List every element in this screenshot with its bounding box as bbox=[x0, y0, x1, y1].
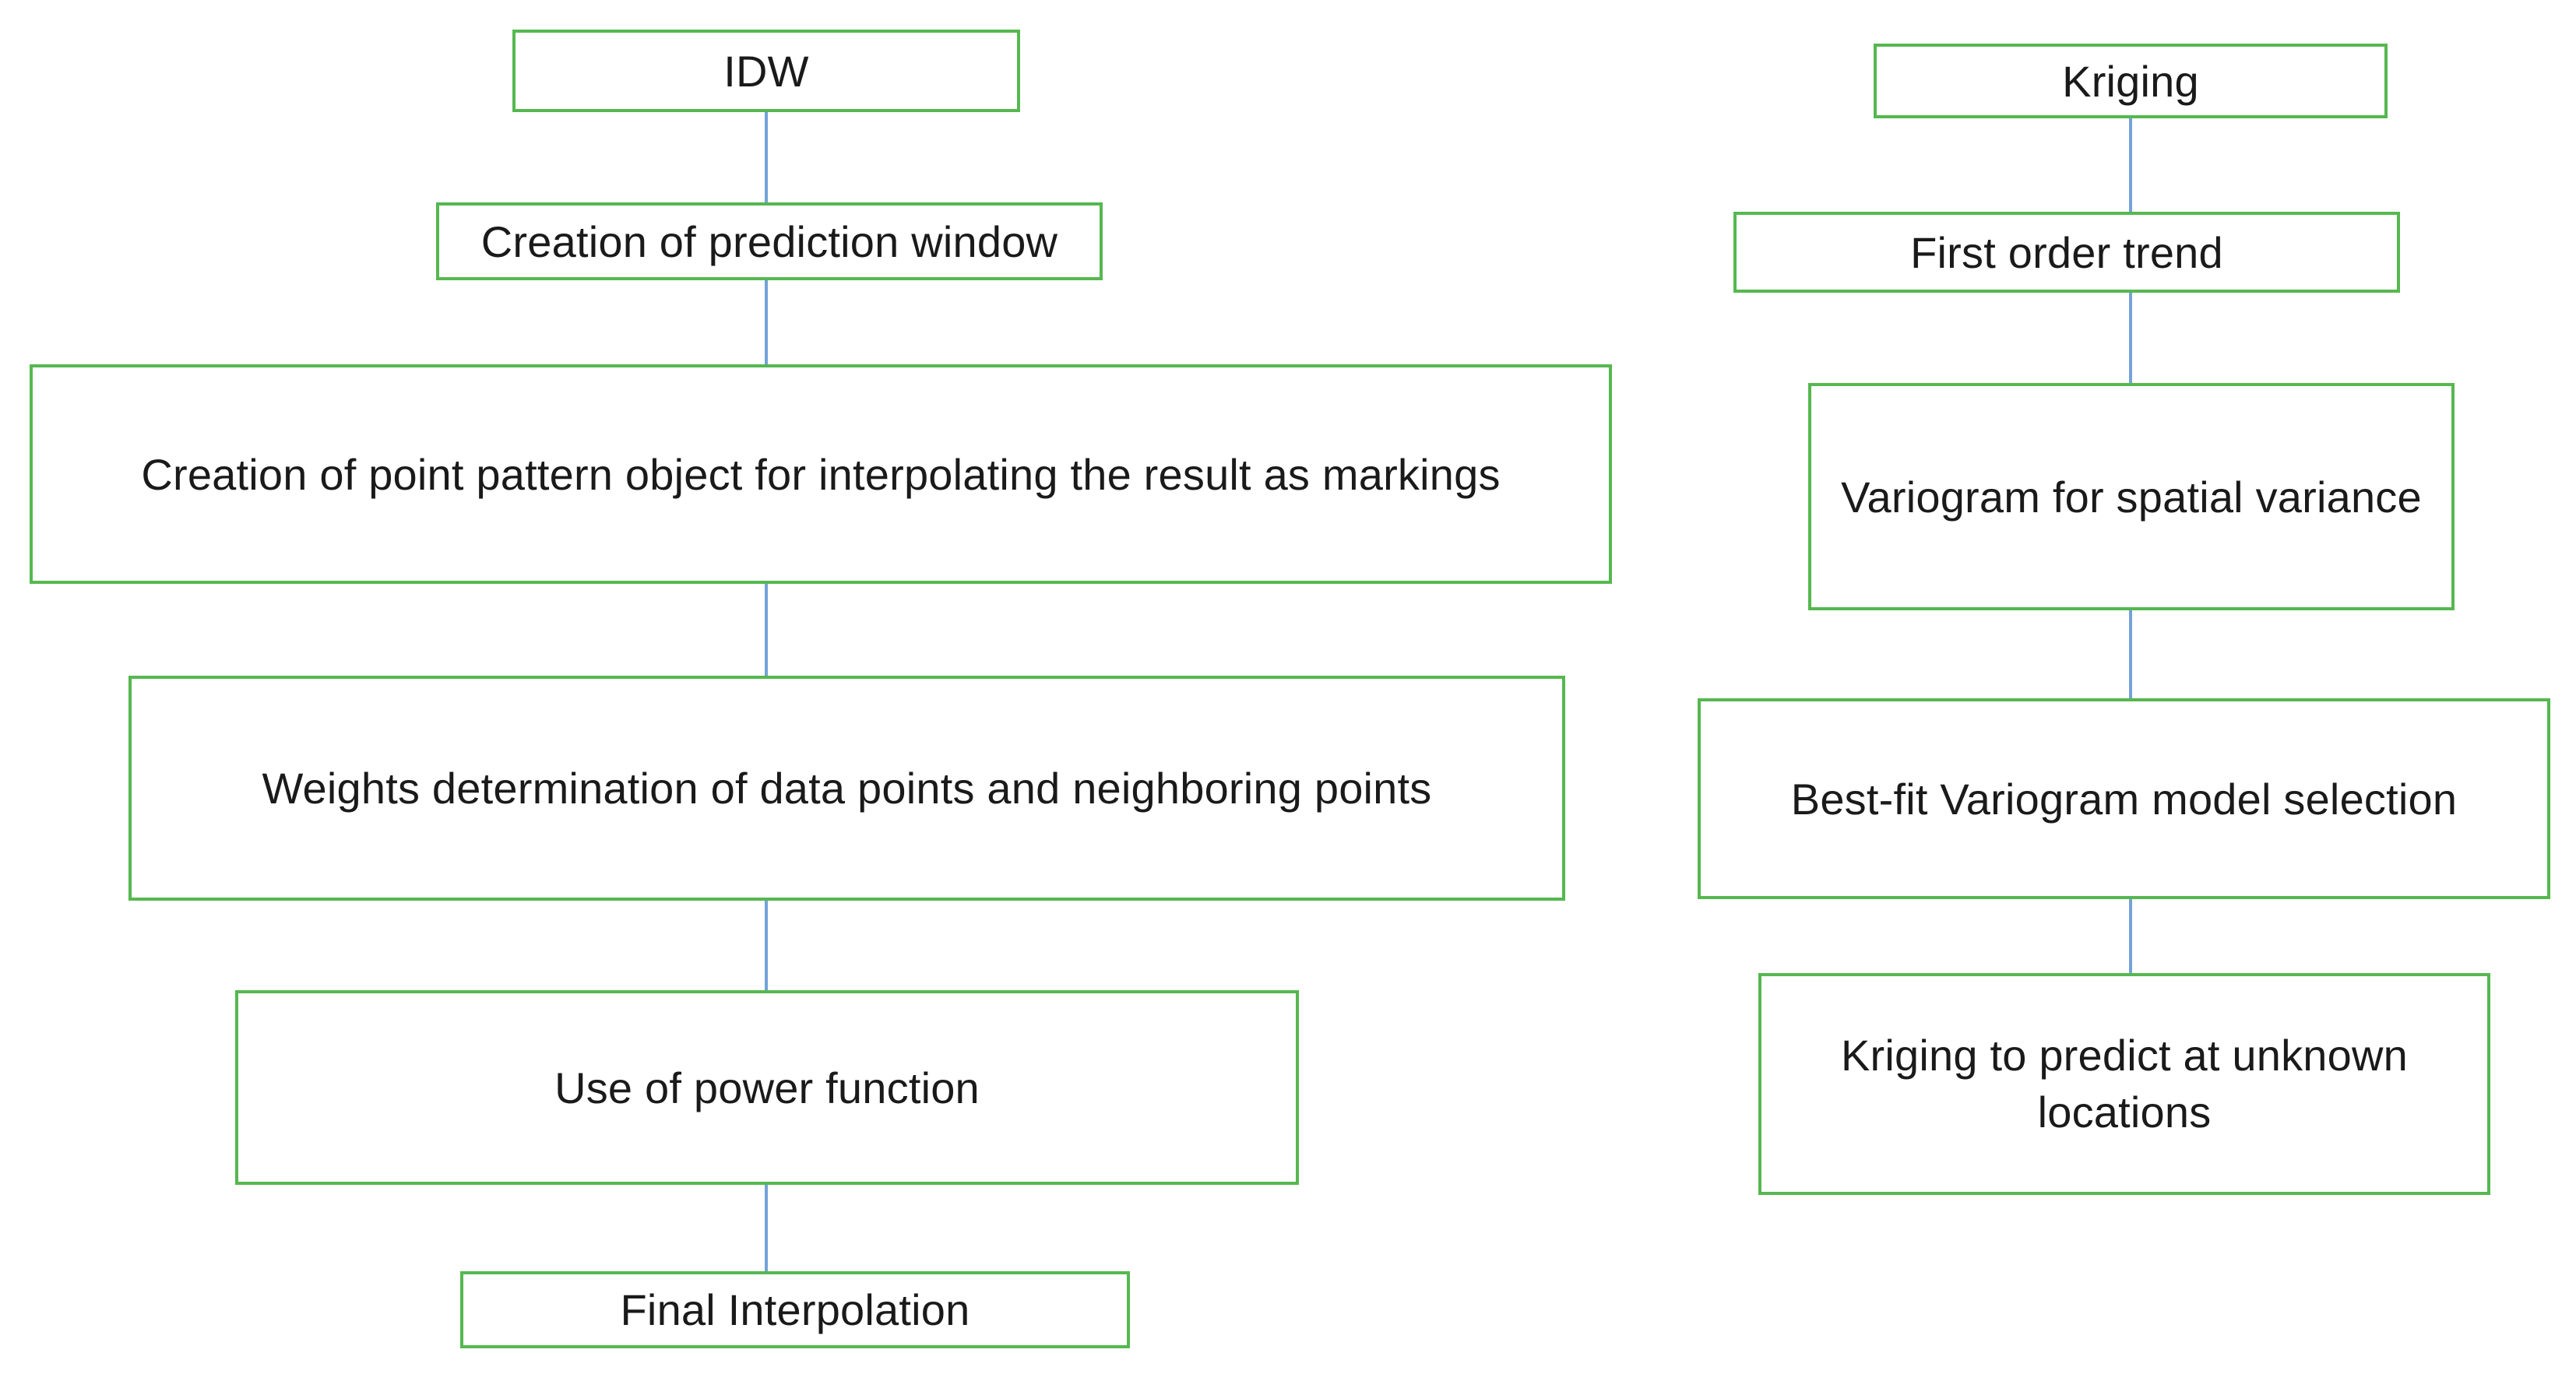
flow-node-power-function: Use of power function bbox=[235, 990, 1299, 1185]
flow-node-kriging-predict: Kriging to predict at unknown locations bbox=[1758, 973, 2490, 1195]
flow-node-kriging: Kriging bbox=[1874, 44, 2388, 118]
flow-node-prediction-window: Creation of prediction window bbox=[436, 202, 1103, 280]
flow-node-point-pattern: Creation of point pattern object for int… bbox=[30, 364, 1612, 584]
connector-line-idw-2 bbox=[765, 279, 768, 367]
connector-line-idw-5 bbox=[765, 1183, 768, 1274]
flow-node-first-order-trend: First order trend bbox=[1733, 212, 2400, 293]
connector-line-kriging-1 bbox=[2129, 117, 2132, 213]
connector-line-kriging-2 bbox=[2129, 291, 2132, 385]
connector-line-idw-1 bbox=[765, 111, 768, 206]
connector-line-kriging-3 bbox=[2129, 609, 2132, 700]
flow-node-idw: IDW bbox=[512, 30, 1020, 112]
connector-line-kriging-4 bbox=[2129, 898, 2132, 975]
flow-node-variogram: Variogram for spatial variance bbox=[1808, 383, 2455, 610]
flow-node-best-fit-variogram: Best-fit Variogram model selection bbox=[1698, 698, 2550, 899]
connector-line-idw-3 bbox=[765, 582, 768, 679]
connector-line-idw-4 bbox=[765, 899, 768, 993]
flow-node-weights-determination: Weights determination of data points and… bbox=[128, 676, 1565, 901]
flow-node-final-interpolation: Final Interpolation bbox=[460, 1271, 1130, 1348]
